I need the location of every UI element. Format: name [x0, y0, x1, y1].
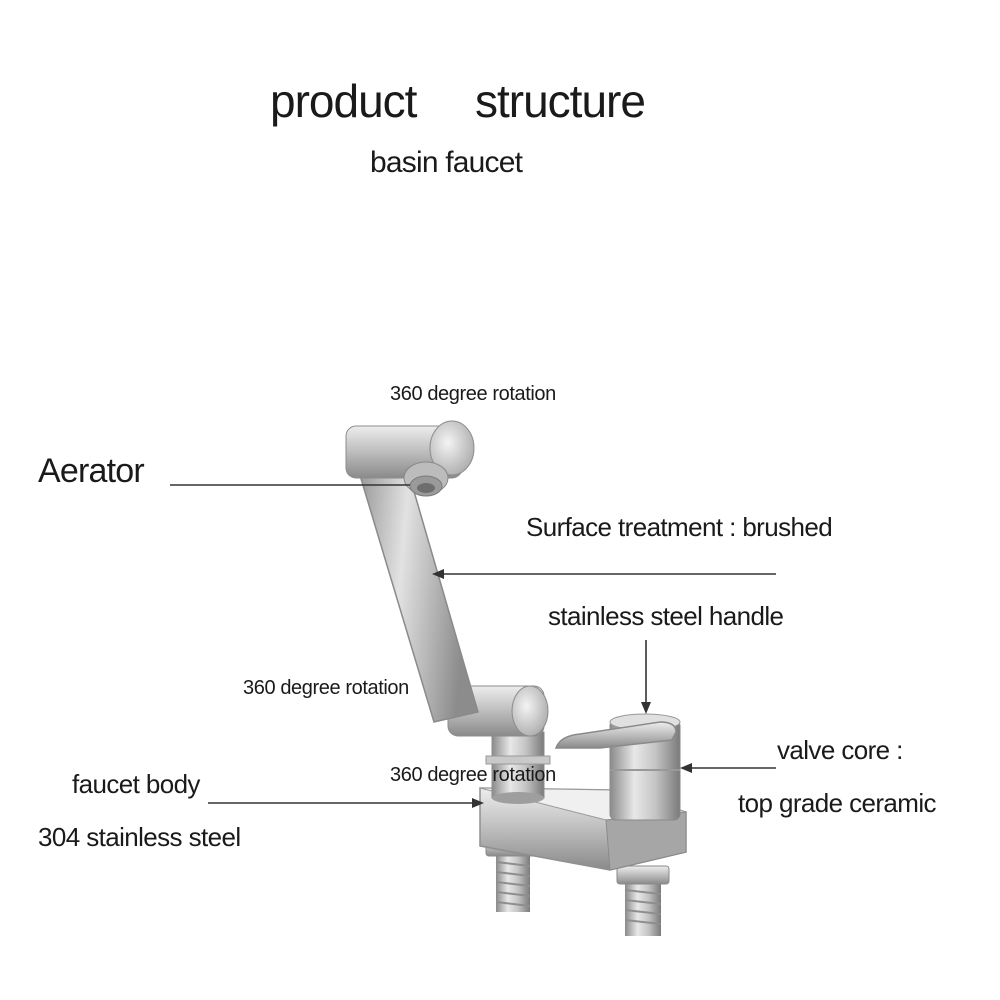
label-surface-treatment: Surface treatment : brushed	[526, 512, 833, 542]
body-arrowhead	[472, 798, 484, 808]
label-valve-core: valve core :	[777, 735, 903, 765]
label-faucet-body: faucet body	[72, 769, 200, 799]
label-rotation-top: 360 degree rotation	[390, 383, 556, 405]
left-threaded-shank	[495, 852, 531, 912]
surface-arrowhead	[432, 569, 444, 579]
label-aerator: Aerator	[38, 452, 145, 490]
swivel-riser	[485, 731, 551, 804]
title-structure: structure	[475, 75, 646, 127]
title-product: product	[270, 75, 417, 127]
label-body-material: 304 stainless steel	[38, 822, 241, 852]
aerator	[403, 461, 449, 497]
label-valve-core-detail: top grade ceramic	[738, 788, 937, 818]
label-rotation-low: 360 degree rotation	[390, 764, 556, 786]
handle-arrowhead	[641, 702, 651, 714]
label-rotation-mid: 360 degree rotation	[243, 677, 409, 699]
right-threaded-shank	[616, 865, 670, 936]
valve-core-arrowhead	[680, 763, 692, 773]
stainless-steel-handle	[554, 721, 677, 749]
subtitle: basin faucet	[370, 146, 523, 179]
label-handle: stainless steel handle	[548, 601, 784, 631]
